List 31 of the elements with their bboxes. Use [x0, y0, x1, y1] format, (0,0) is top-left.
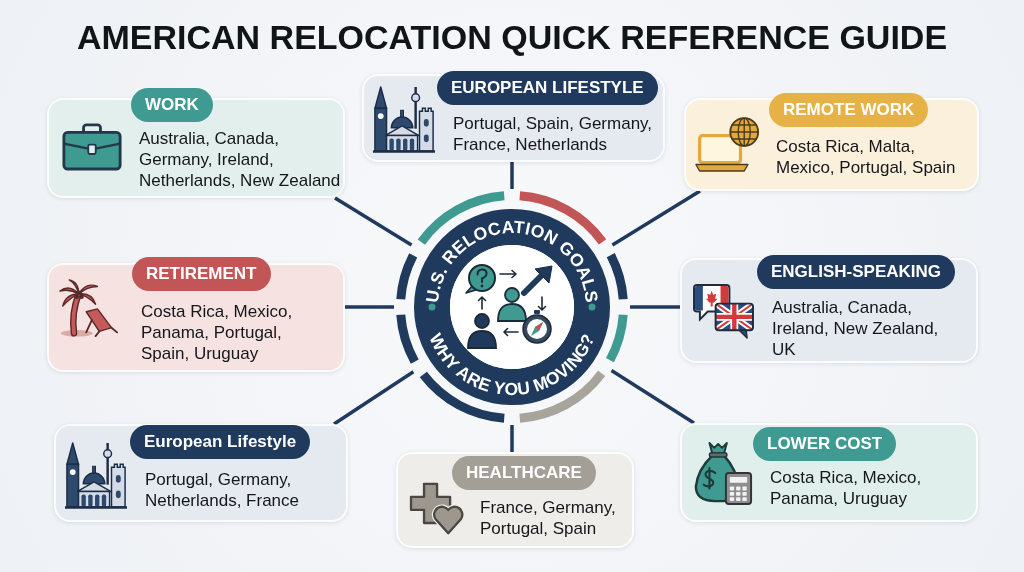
country-list: Costa Rica, Mexico, Panama, Portugal, Spain, Uruguay: [141, 301, 303, 364]
connector-line: [510, 425, 514, 452]
goal-hub-circle: [394, 189, 630, 425]
connector-line: [334, 196, 413, 247]
connector-line: [333, 370, 415, 426]
connector-line: [345, 305, 394, 309]
category-card: [396, 452, 634, 548]
connector-line: [610, 368, 695, 425]
country-list: Australia, Canada, Ireland, New Zealand, UK: [772, 297, 948, 360]
category-tag: ENGLISH-SPEAKING: [757, 255, 956, 289]
category-card: [362, 74, 665, 162]
connector-line: [630, 305, 680, 309]
country-list: Australia, Canada, Germany, Ireland, Netherlands, New Zealand: [139, 128, 345, 191]
category-tag: RETIREMENT: [132, 257, 271, 291]
page-title: AMERICAN RELOCATION QUICK REFERENCE GUIDE: [76, 17, 948, 57]
category-tag: HEALTHCARE: [452, 456, 596, 490]
country-list: Portugal, Germany, Netherlands, France: [145, 469, 311, 511]
country-list: France, Germany, Portugal, Spain: [480, 497, 628, 539]
country-list: Portugal, Spain, Germany, France, Netherlands: [453, 113, 659, 155]
category-tag: LOWER COST: [753, 427, 897, 461]
country-list: Costa Rica, Mexico, Panama, Uruguay: [770, 467, 932, 509]
country-list: Costa Rica, Malta, Mexico, Portugal, Spain: [776, 136, 964, 178]
category-card: [54, 424, 348, 522]
category-tag: REMOTE WORK: [769, 93, 929, 127]
category-card: [680, 258, 978, 363]
connector-line: [510, 162, 514, 189]
category-card: [680, 423, 978, 522]
category-tag: WORK: [131, 88, 213, 122]
category-tag: European Lifestyle: [130, 425, 311, 459]
category-tag: EUROPEAN LIFESTYLE: [437, 71, 658, 105]
connector-line: [611, 189, 701, 247]
